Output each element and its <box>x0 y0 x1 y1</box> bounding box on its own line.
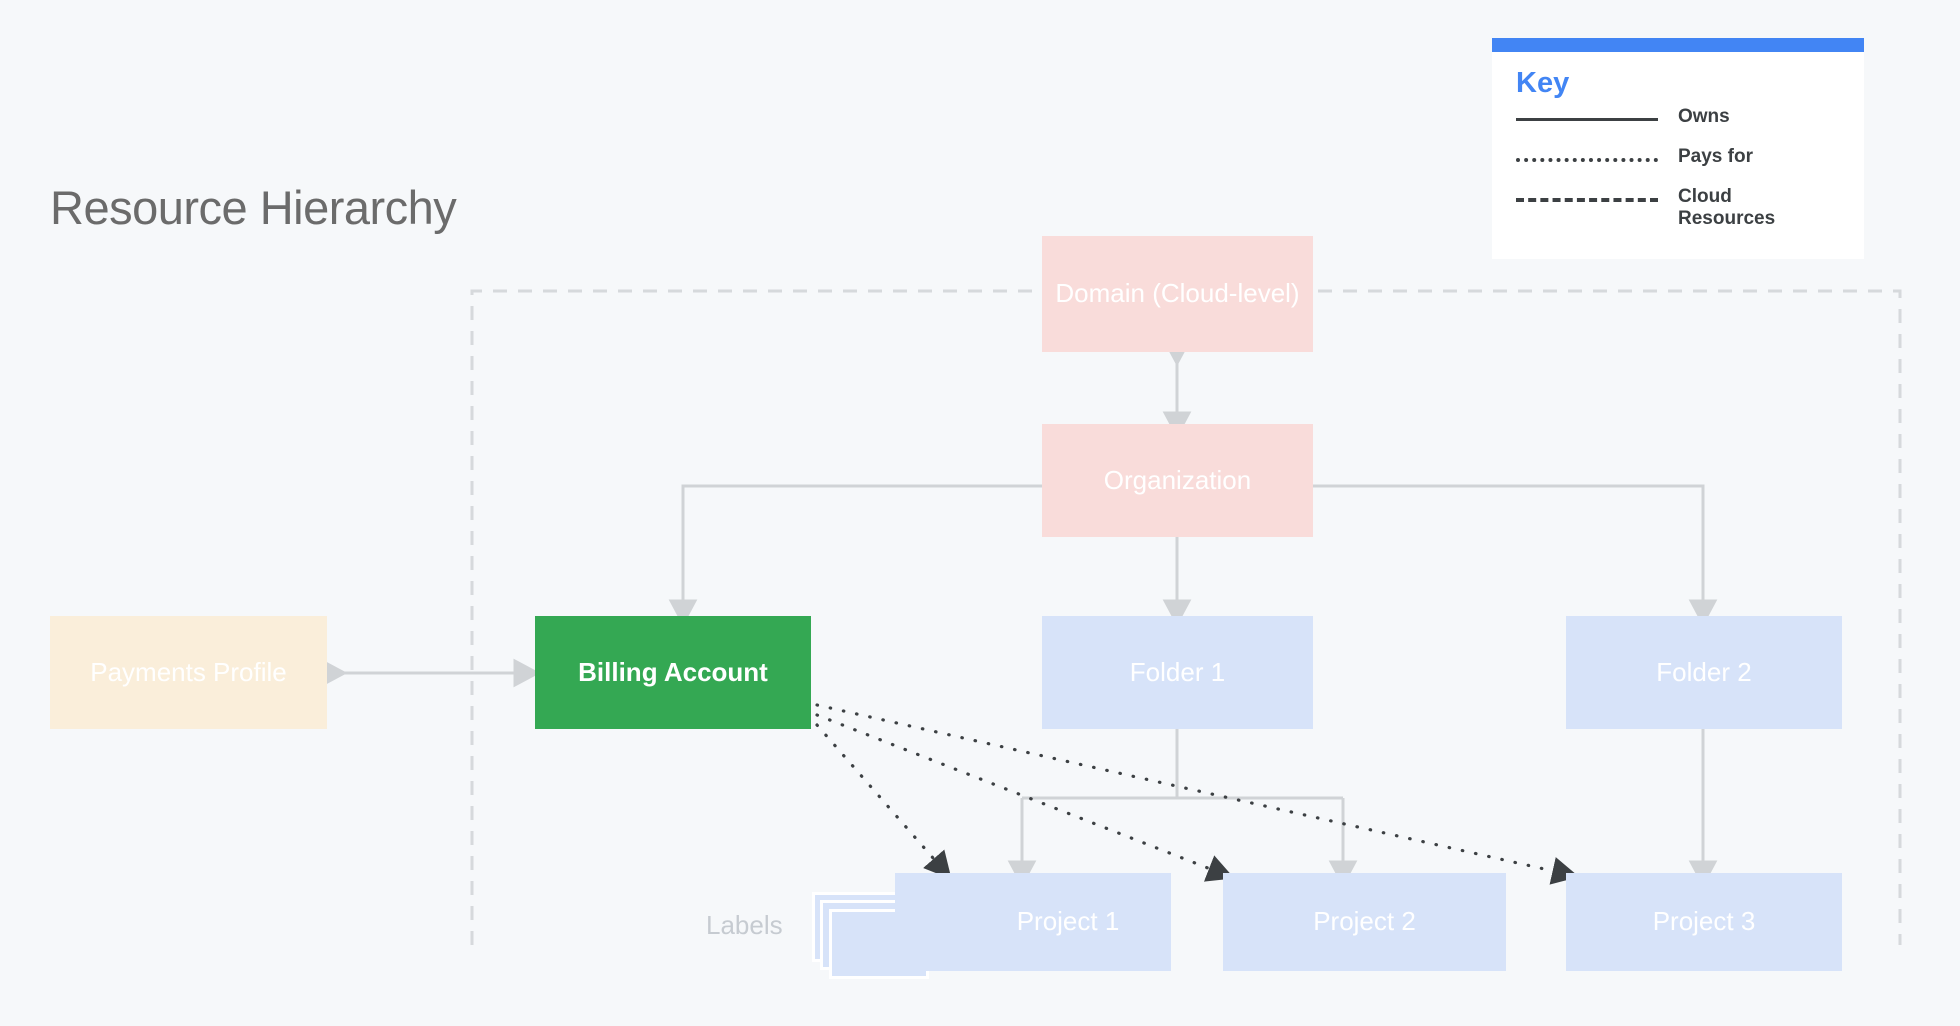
key-label-cloud-resources: Cloud Resources <box>1678 185 1776 230</box>
node-payments-profile[interactable]: Payments Profile <box>50 616 327 729</box>
node-project-3[interactable]: Project 3 <box>1566 873 1842 971</box>
node-organization-label: Organization <box>1103 464 1252 495</box>
node-domain-label: Domain (Cloud-level) <box>1055 278 1300 309</box>
node-project-1-label: Project 1 <box>1016 906 1120 937</box>
key-sample-dashed-icon <box>1516 197 1658 202</box>
node-payments-profile-label: Payments Profile <box>90 656 287 687</box>
key-accent-bar <box>1492 38 1864 52</box>
node-billing-account-label: Billing Account <box>578 656 768 687</box>
labels-caption: Labels <box>706 910 783 940</box>
connector-billing-project2 <box>815 713 1235 882</box>
node-project-3-label: Project 3 <box>1652 906 1756 937</box>
node-folder-1[interactable]: Folder 1 <box>1042 616 1313 729</box>
connector-folder1-projects <box>1007 712 1358 888</box>
key-legend: Key Owns Pays for Cloud Resources <box>1492 38 1864 259</box>
key-row-owns: Owns <box>1516 106 1840 136</box>
key-sample-solid-icon <box>1516 117 1658 121</box>
node-project-2-label: Project 2 <box>1313 906 1416 937</box>
node-organization[interactable]: Organization <box>1042 424 1313 537</box>
connector-billing-project3 <box>815 703 1580 885</box>
node-project-2[interactable]: Project 2 <box>1223 873 1506 971</box>
key-label-owns: Owns <box>1678 105 1730 127</box>
key-row-cloud-resources: Cloud Resources <box>1516 186 1840 231</box>
key-title: Key <box>1516 67 1570 99</box>
node-domain[interactable]: Domain (Cloud-level) <box>1042 236 1313 352</box>
connector-organization-folder-2 <box>1313 484 1718 627</box>
page-title: Resource Hierarchy <box>50 181 457 234</box>
node-folder-2-label: Folder 2 <box>1656 656 1752 687</box>
node-folder-2[interactable]: Folder 2 <box>1566 616 1842 729</box>
key-label-pays-for: Pays for <box>1678 145 1753 167</box>
key-row-pays-for: Pays for <box>1516 146 1840 176</box>
node-billing-account[interactable]: Billing Account <box>535 616 811 729</box>
key-sample-dotted-icon <box>1516 157 1658 162</box>
node-folder-1-label: Folder 1 <box>1129 656 1226 687</box>
connector-organization-billing-account <box>668 484 1042 627</box>
node-project-1[interactable]: Project 1 <box>895 873 1171 971</box>
connector-billing-project1 <box>815 723 952 880</box>
